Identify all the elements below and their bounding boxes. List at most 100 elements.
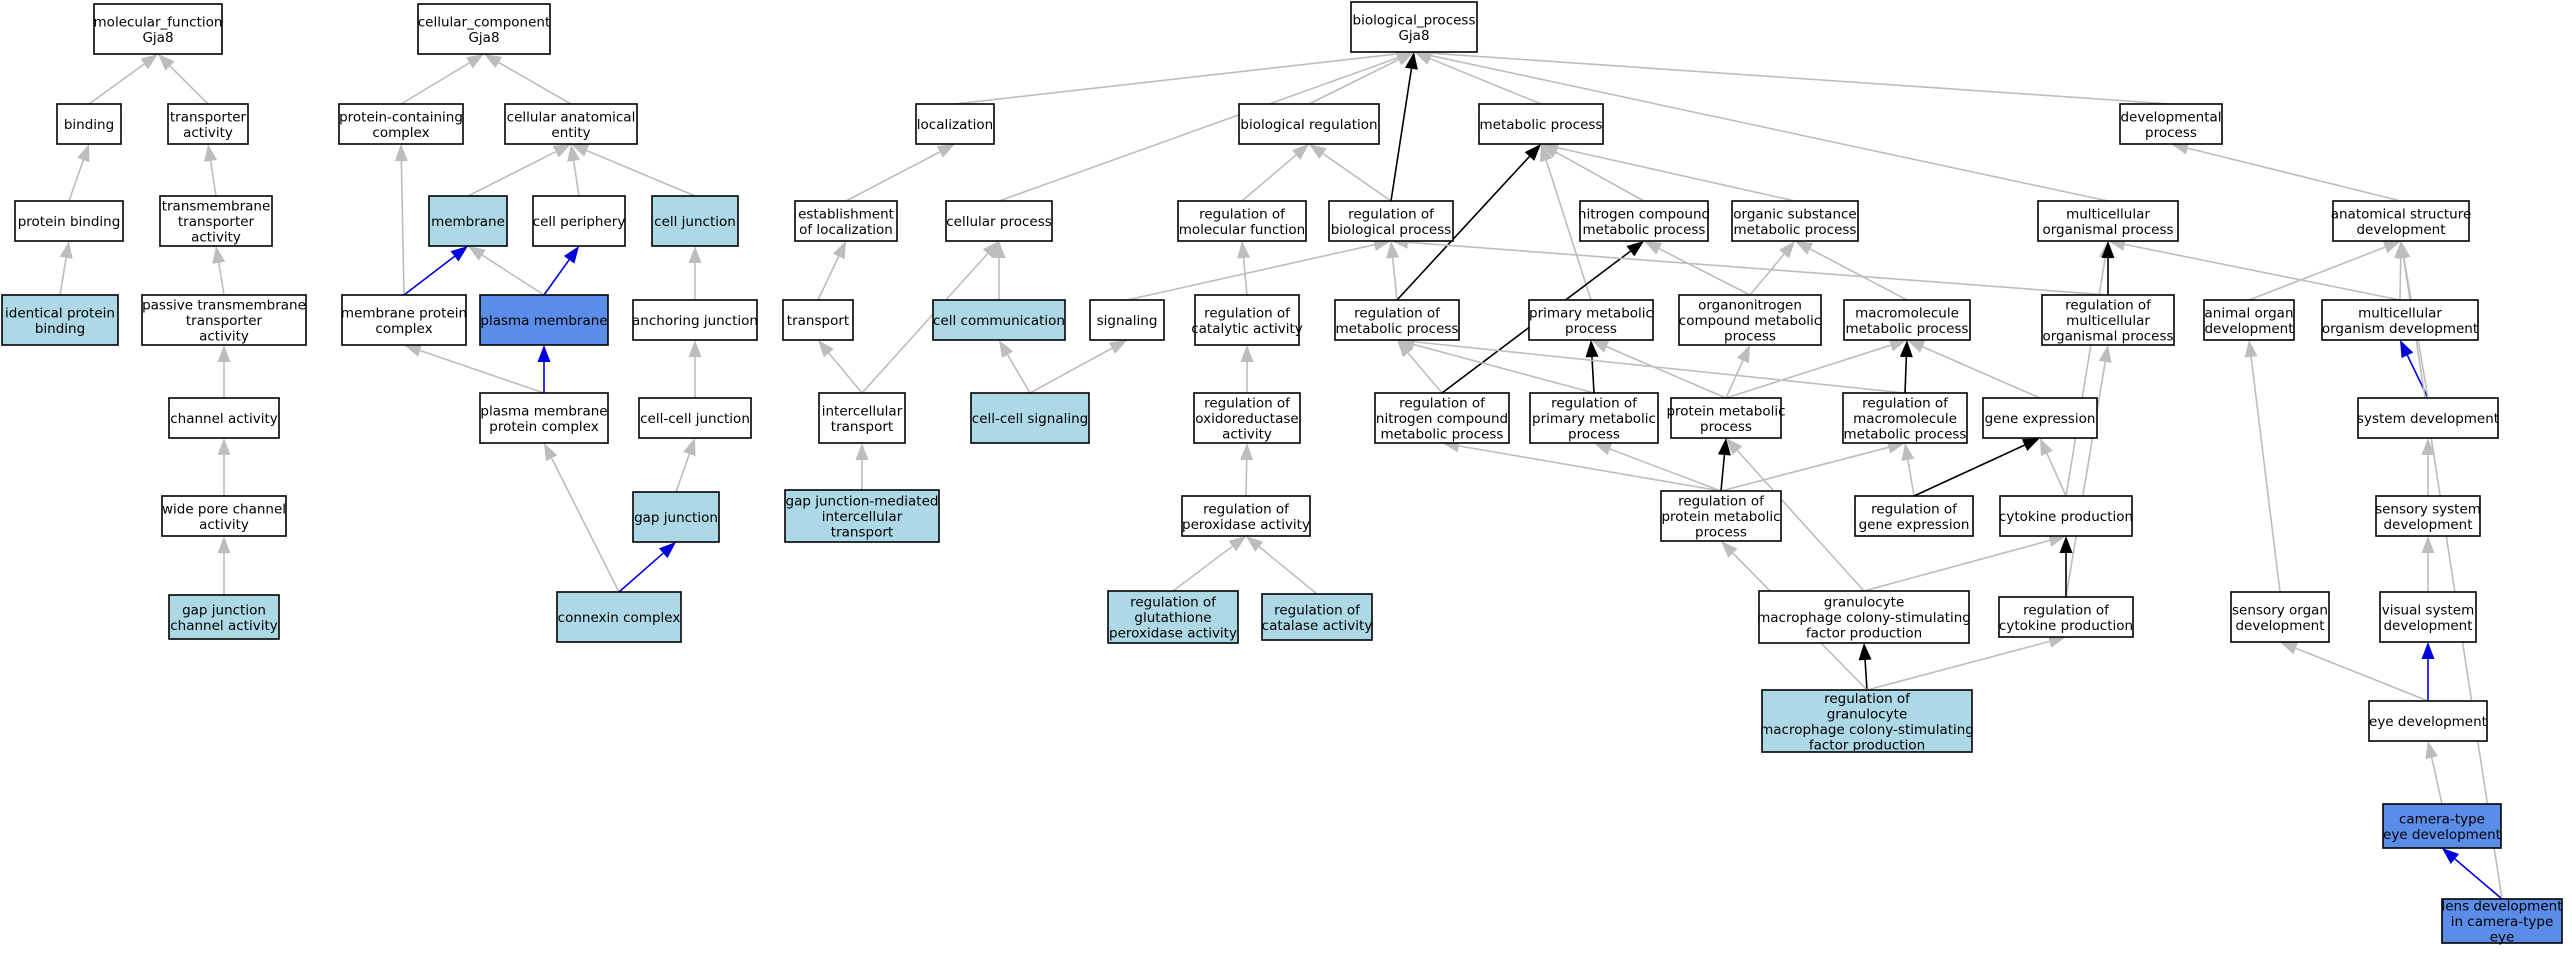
go-term-node-transport[interactable]: transport	[782, 299, 854, 341]
node-label: process	[1568, 427, 1620, 443]
node-label: eye development	[2383, 827, 2501, 843]
go-term-node-signaling[interactable]: signaling	[1089, 299, 1165, 341]
edge-line	[88, 63, 145, 105]
arrowhead-icon	[658, 542, 676, 559]
go-term-node-sysdev[interactable]: system development	[2357, 397, 2499, 439]
edge-is-a	[467, 144, 571, 197]
edge-is-a	[1725, 345, 1750, 399]
node-label: metabolic process	[1336, 321, 1459, 337]
go-term-node-celljunction[interactable]: cell junction	[651, 195, 739, 247]
edge-line	[498, 61, 572, 105]
go-term-node-gapjunction[interactable]: gap junction	[632, 491, 720, 543]
edge-is-a	[1309, 144, 1392, 202]
node-box	[1529, 392, 1659, 444]
edge-is-a	[544, 443, 620, 593]
go-term-node-metab[interactable]: metabolic process	[1478, 103, 1604, 145]
go-term-node-ccsignal[interactable]: cell-cell signaling	[970, 392, 1090, 444]
node-box	[2203, 299, 2295, 341]
node-label: biological process	[1331, 222, 1452, 238]
go-term-node-membrane[interactable]: membrane	[428, 195, 508, 247]
node-box	[1194, 294, 1300, 346]
node-label: activity	[191, 230, 241, 246]
node-label: animal organ	[2204, 305, 2293, 321]
go-term-node-gjtransport[interactable]: gap junction-mediatedintercellulartransp…	[784, 489, 940, 543]
go-term-node-cellcell[interactable]: cell-cell junction	[638, 397, 752, 439]
go-term-node-plasmamem[interactable]: plasma membrane	[479, 294, 609, 346]
node-label: gene expression	[1985, 411, 2096, 427]
go-term-node-protbind[interactable]: protein binding	[14, 200, 124, 242]
go-term-node-cellproc[interactable]: cellular process	[945, 200, 1053, 242]
node-label: complex	[372, 125, 429, 141]
go-term-node-channel[interactable]: channel activity	[168, 397, 280, 439]
edge-is-a	[217, 536, 231, 595]
go-term-node-geneexpr[interactable]: gene expression	[1982, 397, 2098, 439]
go-term-node-cellcomm[interactable]: cell communication	[932, 299, 1066, 341]
go-term-node-binding[interactable]: binding	[56, 103, 122, 145]
node-box	[2375, 495, 2481, 537]
node-box	[2041, 294, 2175, 346]
go-term-node-cytokine[interactable]: cytokine production	[1999, 495, 2133, 537]
go-term-node-localization[interactable]: localization	[915, 103, 995, 145]
node-label: development	[2383, 517, 2472, 533]
go-term-node-eyedev[interactable]: eye development	[2368, 700, 2488, 742]
go-term-node-bioreg[interactable]: biological regulation	[1238, 103, 1380, 145]
node-box	[2230, 591, 2330, 643]
arrowhead-icon	[2421, 438, 2435, 455]
node-label: transporter	[186, 313, 263, 329]
arrowhead-icon	[1386, 241, 1400, 259]
go-term-node-cellperiph[interactable]: cell periphery	[532, 195, 626, 247]
edge-line	[1308, 58, 1400, 105]
go-term-node-connexin[interactable]: connexin complex	[556, 591, 682, 643]
go-term-node-anchoring[interactable]: anchoring junction	[632, 299, 758, 341]
